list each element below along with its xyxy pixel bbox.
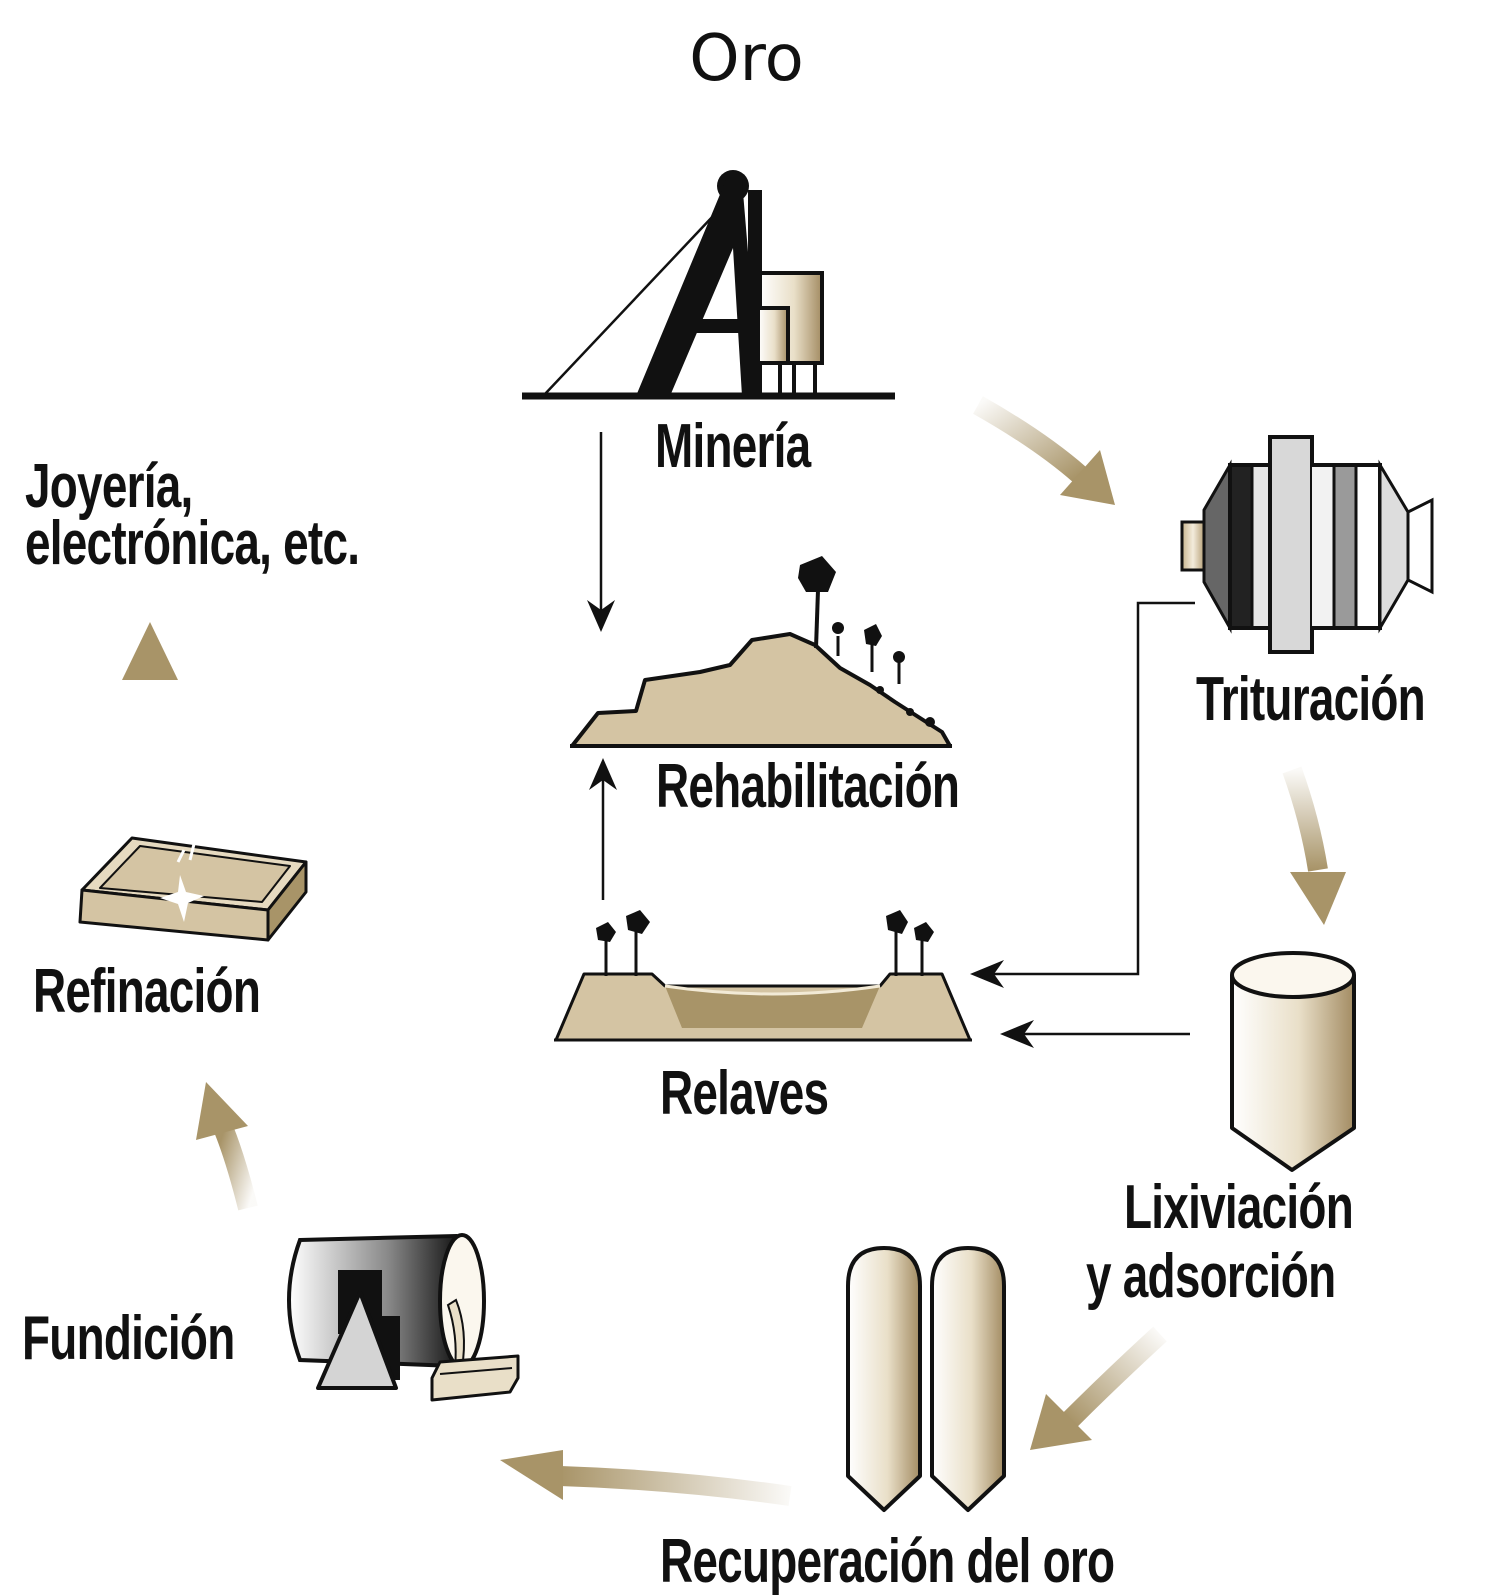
smelting-furnace-icon xyxy=(287,1233,520,1402)
crusher-to-tailings-line xyxy=(970,601,1195,988)
label-relaves: Relaves xyxy=(660,1059,829,1128)
label-lixiviacion-line1: Lixiviación xyxy=(1124,1173,1354,1242)
label-lixiviacion-line2: y adsorción xyxy=(1086,1242,1336,1311)
smelting-to-refining-arrow xyxy=(196,1082,258,1211)
label-recuperacion: Recuperación del oro xyxy=(660,1527,1115,1596)
label-mineria: Minería xyxy=(655,412,811,481)
label-rehabilitacion: Rehabilitación xyxy=(656,752,960,821)
rehabilitated-hill-icon xyxy=(570,556,952,748)
tailings-pond-icon xyxy=(554,910,972,1042)
refining-to-jewelry-arrow xyxy=(122,622,178,770)
label-joyeria-line2: electrónica, etc. xyxy=(25,509,360,578)
leach-tank-icon xyxy=(1230,951,1356,1172)
label-trituracion: Trituración xyxy=(1196,665,1426,734)
relaves-to-rehab-arrow xyxy=(589,758,617,900)
gold-bar-icon xyxy=(78,836,308,942)
mining-to-rehab-arrow xyxy=(587,432,615,632)
recovery-columns-icon xyxy=(846,1246,1006,1512)
label-joyeria-line1: Joyería, xyxy=(25,452,193,521)
label-refinacion: Refinación xyxy=(33,957,261,1026)
recovery-to-smelting-arrow xyxy=(500,1450,792,1506)
diagram-title: Oro xyxy=(689,22,804,96)
mine-headframe-icon xyxy=(522,170,895,400)
crusher-mill-icon xyxy=(1180,435,1434,654)
leach-to-tailings-line xyxy=(1000,1020,1190,1048)
crushing-to-leaching-arrow xyxy=(1282,766,1346,925)
mining-to-crushing-arrow xyxy=(973,396,1115,505)
label-fundicion: Fundición xyxy=(22,1304,235,1373)
leaching-to-recovery-arrow xyxy=(1030,1326,1167,1450)
